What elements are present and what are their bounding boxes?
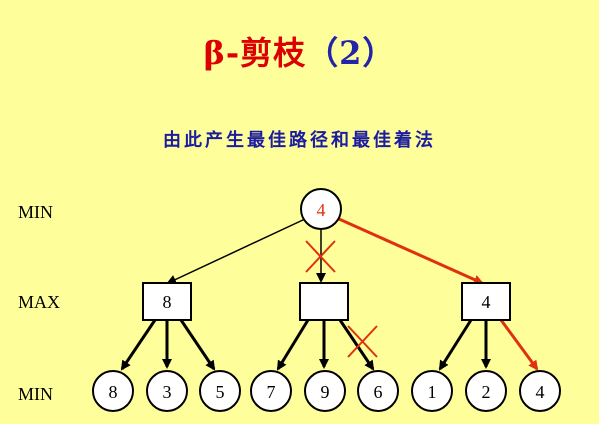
leaf-node-6-value: 6	[374, 382, 383, 402]
leaf-node-4	[250, 370, 292, 412]
edge-max1-leaf3	[179, 319, 216, 371]
leaf-node-8-value: 2	[482, 382, 491, 402]
leaf-node-9-value: 4	[536, 382, 545, 402]
max-node-3-value: 4	[482, 292, 491, 312]
leaf-node-5	[304, 370, 346, 412]
slide-subtitle: 由此产生最佳路径和最佳着法	[163, 130, 436, 151]
title-number: （2）	[306, 34, 396, 72]
leaf-node-8	[465, 370, 507, 412]
leaf-node-3	[199, 370, 241, 412]
leaf-node-7	[411, 370, 453, 412]
edge-max1-leaf1	[120, 319, 157, 371]
max-node-2	[299, 282, 349, 321]
max-node-1	[142, 282, 192, 321]
title-beta-pruning: β-剪枝	[203, 34, 307, 72]
edge-max3-leaf9	[499, 319, 539, 371]
slide-title: β-剪枝（2）	[0, 28, 599, 74]
max-node-1-value: 8	[163, 292, 172, 312]
edge-max2-leaf6	[338, 319, 375, 371]
leaf-node-5-value: 9	[321, 382, 330, 402]
level-label-max: MAX	[18, 292, 61, 312]
leaf-node-3-value: 5	[216, 382, 225, 402]
leaf-node-6	[357, 370, 399, 412]
edge-max3-leaf7	[438, 319, 473, 371]
cut-mark-max2-leaf6	[347, 325, 378, 358]
leaf-node-9	[519, 370, 561, 412]
leaf-node-1	[92, 370, 134, 412]
leaf-node-4-value: 7	[267, 382, 276, 402]
max-node-3	[461, 282, 511, 321]
edge-root-to-max-left	[166, 218, 306, 285]
cut-mark-root-middle	[305, 240, 336, 273]
leaf-node-2	[146, 370, 188, 412]
edge-max2-leaf4	[276, 319, 310, 371]
root-node-value: 4	[317, 200, 326, 220]
level-label-min-top: MIN	[18, 202, 53, 222]
leaf-node-2-value: 3	[163, 382, 172, 402]
root-node	[300, 188, 342, 230]
edge-root-to-max-right	[338, 217, 484, 285]
leaf-node-1-value: 8	[109, 382, 118, 402]
leaf-node-7-value: 1	[428, 382, 437, 402]
level-label-min-bottom: MIN	[18, 384, 53, 404]
